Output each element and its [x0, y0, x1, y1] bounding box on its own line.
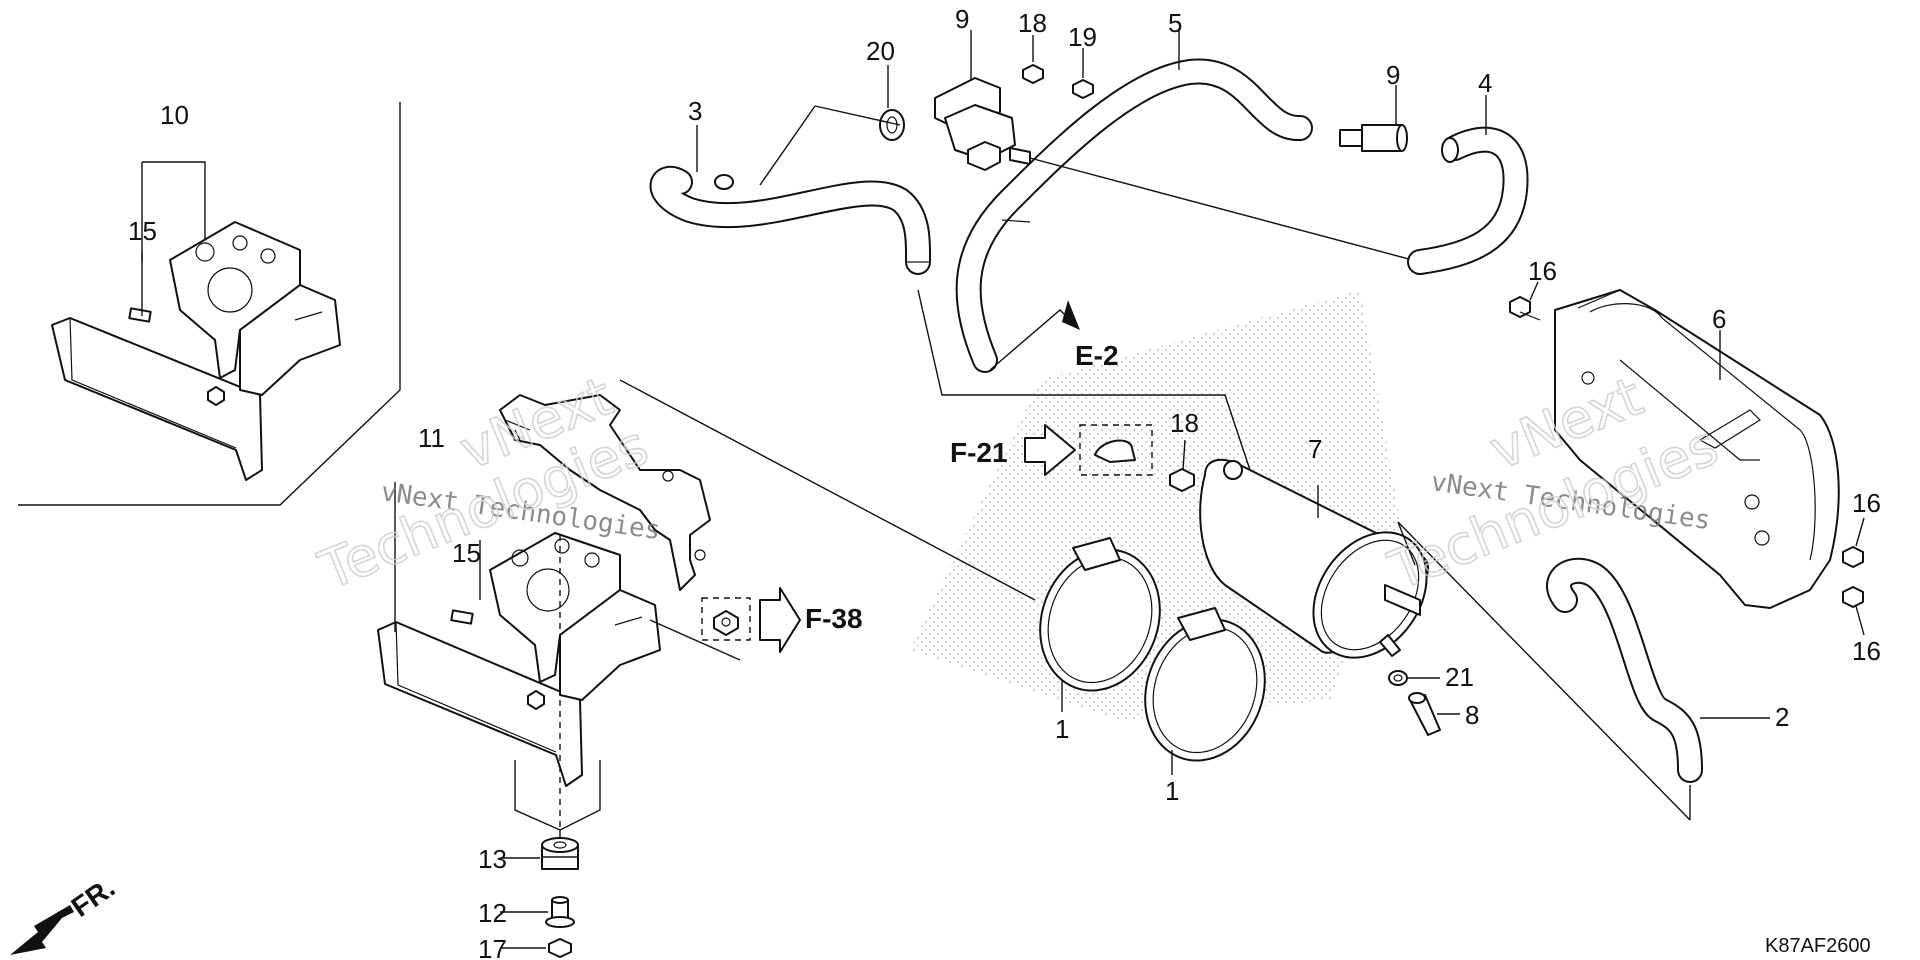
callout-labels: 10 15 11 15 13 12 17 3 20 9 18 19 5 11 9… — [128, 4, 1881, 960]
callout-17: 17 — [478, 934, 507, 960]
callout-18a: 18 — [1018, 8, 1047, 38]
callout-11: 10 — [160, 100, 189, 130]
callout-14: 13 — [478, 844, 507, 874]
callout-16c: 16 — [1852, 636, 1881, 666]
nut-f38[interactable] — [713, 610, 739, 636]
bracket-12[interactable] — [499, 394, 711, 591]
front-arrow — [10, 905, 74, 955]
screws-18[interactable] — [1022, 35, 1094, 99]
callout-10: 9 — [955, 4, 969, 34]
callout-19: 18 — [1170, 408, 1199, 438]
reference-f21-label: F-21 — [950, 437, 1008, 468]
callout-16a: 16 — [1528, 256, 1557, 286]
inset-assembly — [18, 102, 401, 506]
washer-21[interactable] — [1388, 670, 1440, 686]
hose-4[interactable] — [1407, 95, 1529, 275]
callout-12: 11 — [418, 423, 445, 453]
band-1-lower[interactable] — [1126, 603, 1284, 778]
bolts-16[interactable] — [1509, 281, 1865, 636]
callout-20: 20 — [866, 36, 895, 66]
hose-5[interactable] — [955, 30, 1313, 373]
clip-19[interactable] — [1169, 439, 1195, 492]
callout-4: 4 — [1478, 68, 1492, 98]
callout-1-lower: 1 — [1165, 776, 1179, 806]
callout-16b: 16 — [1852, 488, 1881, 518]
clamp-20[interactable] — [879, 65, 905, 141]
callout-2: 2 — [1775, 702, 1789, 732]
canister-7[interactable] — [1199, 458, 1450, 680]
solenoid-valve-10[interactable] — [934, 30, 1031, 171]
callout-5: 5 — [1168, 8, 1182, 38]
callout-9-text: 9 — [1386, 60, 1400, 90]
callout-6: 6 — [1712, 304, 1726, 334]
band-1-upper[interactable] — [1021, 533, 1179, 712]
reference-e2 — [989, 300, 1080, 371]
bracket-15-main[interactable] — [489, 532, 621, 683]
callout-15-main: 15 — [452, 538, 481, 568]
callout-21: 21 — [1445, 662, 1474, 692]
front-indicator-label: FR. — [66, 872, 121, 923]
nut-17[interactable] — [548, 938, 572, 958]
callout-13: 12 — [478, 898, 507, 928]
reference-f21 — [1024, 424, 1153, 476]
fitting-9[interactable] — [1339, 85, 1408, 152]
reference-f38-label: F-38 — [805, 603, 863, 634]
callout-7: 7 — [1308, 434, 1322, 464]
plate-main[interactable] — [377, 621, 583, 787]
mount-hardware — [500, 837, 579, 958]
callout-3: 3 — [688, 96, 702, 126]
reference-e2-label: E-2 — [1075, 340, 1119, 371]
callout-18b: 19 — [1068, 22, 1097, 52]
callout-15-inset: 15 — [128, 216, 157, 246]
hose-3[interactable] — [649, 125, 932, 275]
fitting-8[interactable] — [1408, 692, 1460, 736]
bracket-12-assembly — [377, 379, 1036, 840]
arrow-f38[interactable] — [759, 587, 801, 653]
hose-2[interactable] — [1546, 557, 1770, 820]
callout-8: 8 — [1465, 700, 1479, 730]
cover-6[interactable] — [1554, 289, 1840, 609]
diagram-code: K87AF2600 — [1765, 935, 1871, 957]
plate-inset[interactable] — [51, 317, 263, 481]
arrow-f21[interactable] — [1024, 424, 1076, 476]
callout-1-upper: 1 — [1055, 714, 1069, 744]
